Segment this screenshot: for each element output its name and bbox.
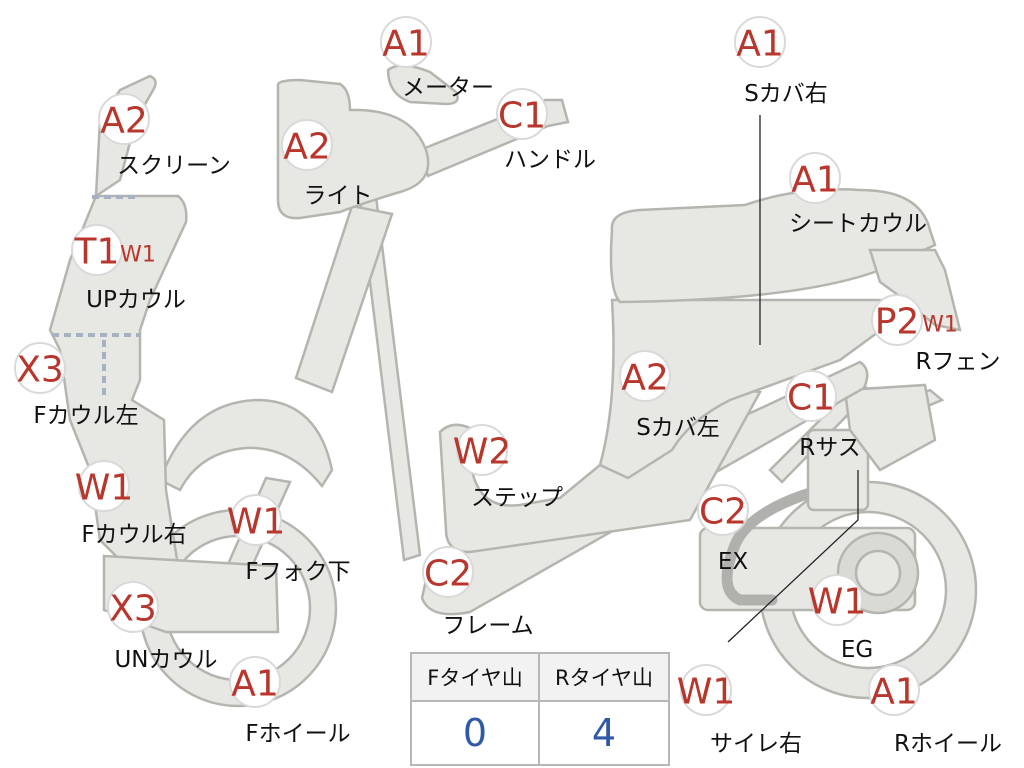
part-name: ライト [304, 183, 373, 209]
damage-code: A1 [382, 24, 430, 65]
label-badge [422, 546, 474, 598]
part-name: シートカウル [789, 211, 927, 237]
label-badge [71, 224, 123, 276]
damage-code: A1 [736, 24, 784, 65]
damage-code: C1 [498, 96, 546, 137]
label-badge [811, 574, 863, 626]
rear-suspension-drawing [768, 378, 945, 512]
front-tire-header: Fタイヤ山 [412, 654, 540, 702]
label-badge [789, 152, 841, 204]
leader-lines [727, 115, 859, 643]
part-name: ステップ [471, 485, 563, 511]
label-badge [697, 484, 749, 536]
damage-code: W1 [75, 468, 134, 509]
damage-code: A2 [621, 358, 669, 399]
part-label-muffler-right: W1 サイレ右 [677, 664, 802, 757]
part-name: Sカバ左 [636, 415, 720, 441]
part-name: Fホイール [245, 721, 350, 747]
part-name: EX [718, 549, 749, 575]
label-badge [734, 16, 786, 68]
label-badge [871, 294, 923, 346]
part-label-handle: C1 ハンドル [496, 88, 596, 173]
label-badge [868, 664, 920, 716]
part-name: UPカウル [86, 287, 186, 313]
damage-code: W1 [677, 672, 736, 713]
part-name: ハンドル [504, 147, 596, 173]
part-label-light: A2 ライト [281, 119, 373, 209]
headlight-drawing [276, 78, 430, 220]
part-name: Fフォク下 [245, 559, 350, 585]
damage-code: W1 [227, 502, 286, 543]
part-label-step: W2 ステップ [453, 424, 563, 511]
label-badge [619, 350, 671, 402]
damage-code: A2 [100, 101, 148, 142]
part-name: UNカウル [114, 647, 217, 673]
rear-tire-value: 4 [591, 711, 617, 755]
secondary-damage-code: W1 [120, 243, 156, 268]
front-tire-value: 0 [412, 702, 540, 764]
label-badge [107, 581, 159, 633]
damage-code: A1 [791, 160, 839, 201]
label-badge [230, 494, 282, 546]
damage-code: W1 [808, 582, 867, 623]
label-badge [78, 460, 130, 512]
part-name: サイレ右 [710, 731, 802, 757]
part-name: Rサス [799, 435, 861, 461]
label-badge [456, 424, 508, 476]
label-badge [380, 16, 432, 68]
damage-code: A2 [283, 127, 331, 168]
label-badge [680, 664, 732, 716]
part-name: Fカウル右 [81, 522, 186, 548]
damage-code: C2 [699, 492, 747, 533]
label-badge [496, 88, 548, 140]
rear-tire-header: Rタイヤ山 [540, 654, 668, 702]
label-badge [98, 93, 150, 145]
damage-code: X3 [16, 350, 64, 391]
damage-code: T1 [74, 232, 120, 273]
damage-code: C1 [787, 378, 835, 419]
damage-code: A1 [870, 672, 918, 713]
part-label-frame: C2 フレーム [422, 546, 534, 639]
damage-code: C2 [424, 554, 472, 595]
damage-code: W2 [453, 432, 512, 473]
front-fender-drawing [158, 398, 334, 492]
part-name: EG [841, 637, 873, 663]
part-name: スクリーン [117, 153, 231, 179]
tire-tread-table: Fタイヤ山 Rタイヤ山 0 4 [410, 652, 670, 766]
secondary-damage-code: W1 [922, 313, 958, 338]
part-name: Fカウル左 [33, 403, 138, 429]
part-name: メーター [402, 75, 494, 101]
label-badge [229, 656, 281, 708]
seat-drawing [609, 188, 962, 332]
damage-code: P2 [875, 302, 920, 343]
part-name: Sカバ右 [744, 81, 828, 107]
part-name: Rホイール [894, 731, 1002, 757]
label-badge [281, 119, 333, 171]
part-label-meter: A1 メーター [380, 16, 494, 101]
part-label-seat-cowl: A1 シートカウル [789, 152, 927, 237]
part-label-screen: A2 スクリーン [98, 93, 231, 179]
label-badge [14, 342, 66, 394]
label-badge [785, 370, 837, 422]
side-cover-drawing [598, 298, 926, 480]
damage-code: A1 [231, 664, 279, 705]
damage-code: X3 [109, 589, 157, 630]
part-name: Rフェン [916, 349, 1001, 375]
part-name: フレーム [442, 613, 533, 639]
